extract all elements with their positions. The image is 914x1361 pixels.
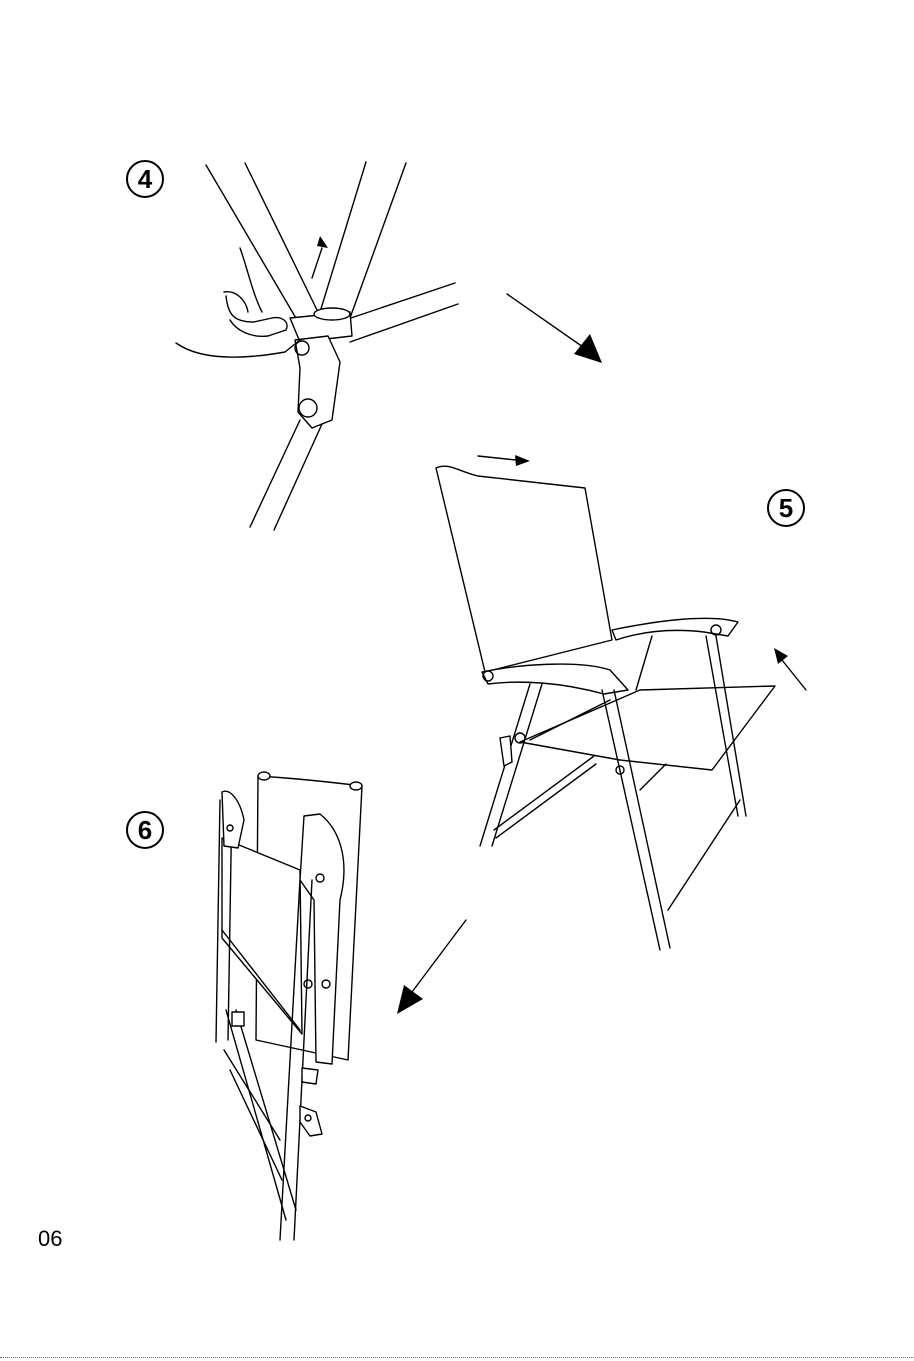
page-number: 06 (38, 1226, 62, 1252)
arrow-down-right-icon (507, 294, 602, 363)
page-edge-rule (0, 1357, 914, 1358)
arrow-down-left-icon (397, 920, 466, 1014)
step-6-illustration (216, 772, 362, 1240)
step-4-illustration (176, 162, 458, 530)
step-5-illustration (436, 455, 806, 950)
